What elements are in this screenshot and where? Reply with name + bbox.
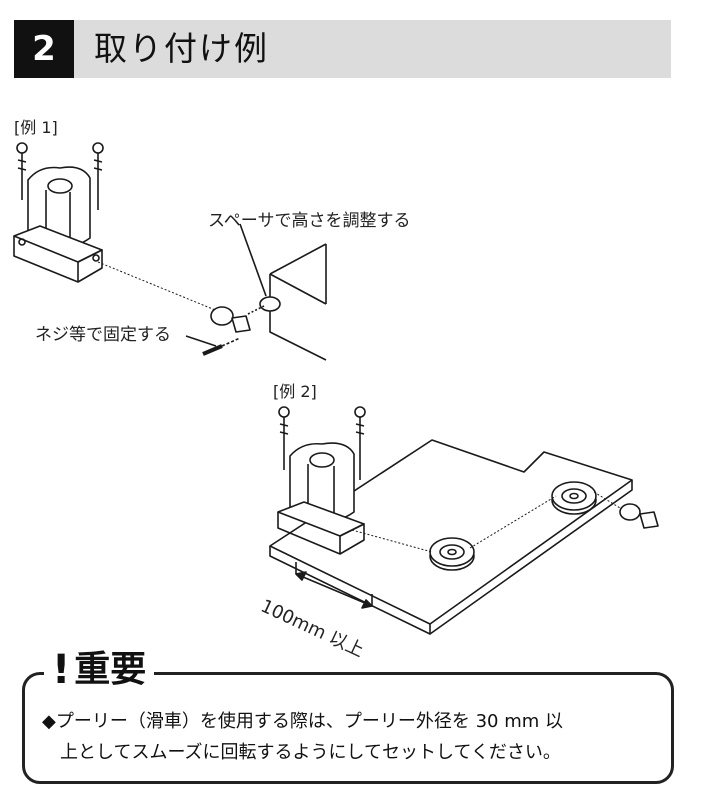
- example2-drawing: [269, 406, 659, 635]
- reel-unit-icon: [277, 442, 365, 555]
- example2-label: [例 2]: [273, 382, 317, 401]
- exclamation-icon: !: [52, 647, 71, 693]
- pulley-icon: [429, 537, 475, 571]
- section-title: 取り付け例: [94, 29, 269, 68]
- wire-end-icon: [619, 503, 659, 529]
- bullet-icon: ◆: [42, 711, 56, 732]
- screw-icon: [16, 142, 28, 200]
- section-header: 2 取り付け例: [14, 20, 671, 78]
- notice-heading: ! 重要: [44, 647, 155, 693]
- wall-block-icon: [247, 243, 327, 361]
- notice-title: 重要: [74, 649, 147, 690]
- example1-drawing: [13, 142, 327, 361]
- dimension-arrow: [295, 562, 373, 609]
- screw-icon: [278, 406, 290, 470]
- notice-line-2: 上としてスムーズに回転するようにしてセットしてください。: [60, 742, 561, 763]
- screw-icon: [92, 142, 104, 210]
- section-number: 2: [14, 20, 74, 78]
- spacer-callout: スペーサで高さを調整する: [208, 211, 411, 231]
- notice-box: [22, 672, 674, 784]
- notice-line-1: ◆プーリー（滑車）を使用する際は、プーリー外径を 30 mm 以: [42, 711, 563, 732]
- reel-unit-icon: [13, 166, 103, 283]
- notice-text: ◆プーリー（滑車）を使用する際は、プーリー外径を 30 mm 以 上としてスムー…: [42, 706, 660, 768]
- wire-end-icon: [210, 306, 251, 333]
- example1-label: [例 1]: [14, 118, 58, 137]
- screw-callout: ネジ等で固定する: [35, 325, 171, 345]
- mounting-plate-icon: [269, 439, 633, 635]
- screw-icon: [354, 406, 366, 480]
- screw-icon: [202, 337, 241, 356]
- pulley-icon: [551, 481, 597, 515]
